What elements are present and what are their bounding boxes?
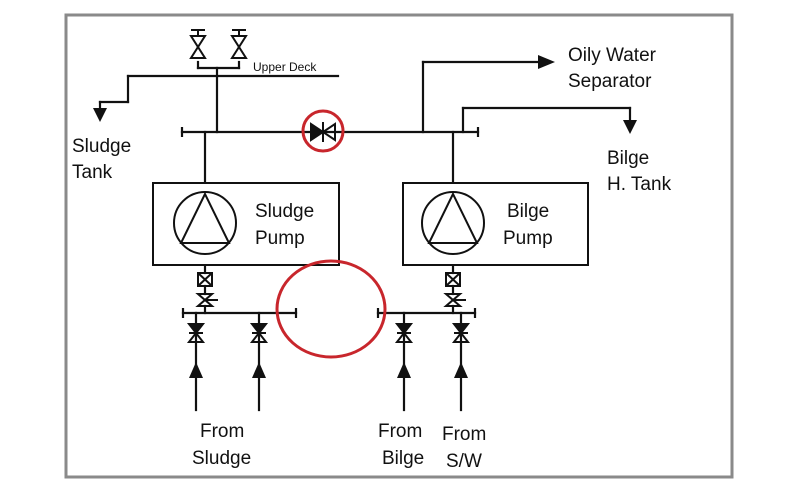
sludge-pump: [152, 182, 340, 266]
check-valve-icon: [186, 323, 206, 343]
flow-arrow-icon: [93, 55, 637, 378]
diagram-frame: [64, 13, 734, 479]
check-valve-icon: [249, 323, 269, 343]
sludge-tank-label-2: Tank: [72, 162, 113, 183]
bilge-htank-label-1: Bilge: [607, 148, 649, 169]
bilge-pump-label-1: Bilge: [507, 201, 549, 222]
sludge-pump-label-1: Sludge: [255, 201, 314, 222]
from-bilge-label-2: Bilge: [382, 448, 424, 469]
from-sw-label-2: S/W: [446, 451, 482, 472]
oily-water-label-2: Separator: [568, 71, 652, 92]
bilge-pump: [402, 182, 589, 266]
bilge-pump-label-2: Pump: [503, 228, 553, 249]
globe-valve-icon: [230, 29, 248, 59]
globe-valve-icon: [189, 29, 207, 59]
check-valve-icon: [394, 323, 414, 343]
from-sludge-label-2: Sludge: [192, 448, 251, 469]
from-sw-label-1: From: [442, 424, 486, 445]
sludge-tank-label-1: Sludge: [72, 136, 131, 157]
upper-deck-label: Upper Deck: [253, 60, 317, 74]
highlight-ellipse-crossover: [275, 259, 387, 359]
pump-icon: [421, 191, 485, 255]
globe-valve-icon: [195, 293, 218, 307]
from-sludge-label-1: From: [200, 421, 244, 442]
sludge-pump-label-2: Pump: [255, 228, 305, 249]
highlight-circle-valve: [301, 109, 345, 153]
bilge-htank-label-2: H. Tank: [607, 174, 672, 195]
pump-icon: [173, 191, 237, 255]
check-valve-icon: [451, 323, 471, 343]
from-bilge-label-1: From: [378, 421, 422, 442]
strainer-icon: [197, 272, 213, 287]
strainer-icon: [445, 272, 461, 287]
blind-flanges: [180, 127, 480, 318]
oily-water-label-1: Oily Water: [568, 45, 657, 66]
check-valve-icon: [310, 122, 336, 142]
globe-valve-icon: [443, 293, 466, 307]
pipes: [98, 60, 632, 412]
